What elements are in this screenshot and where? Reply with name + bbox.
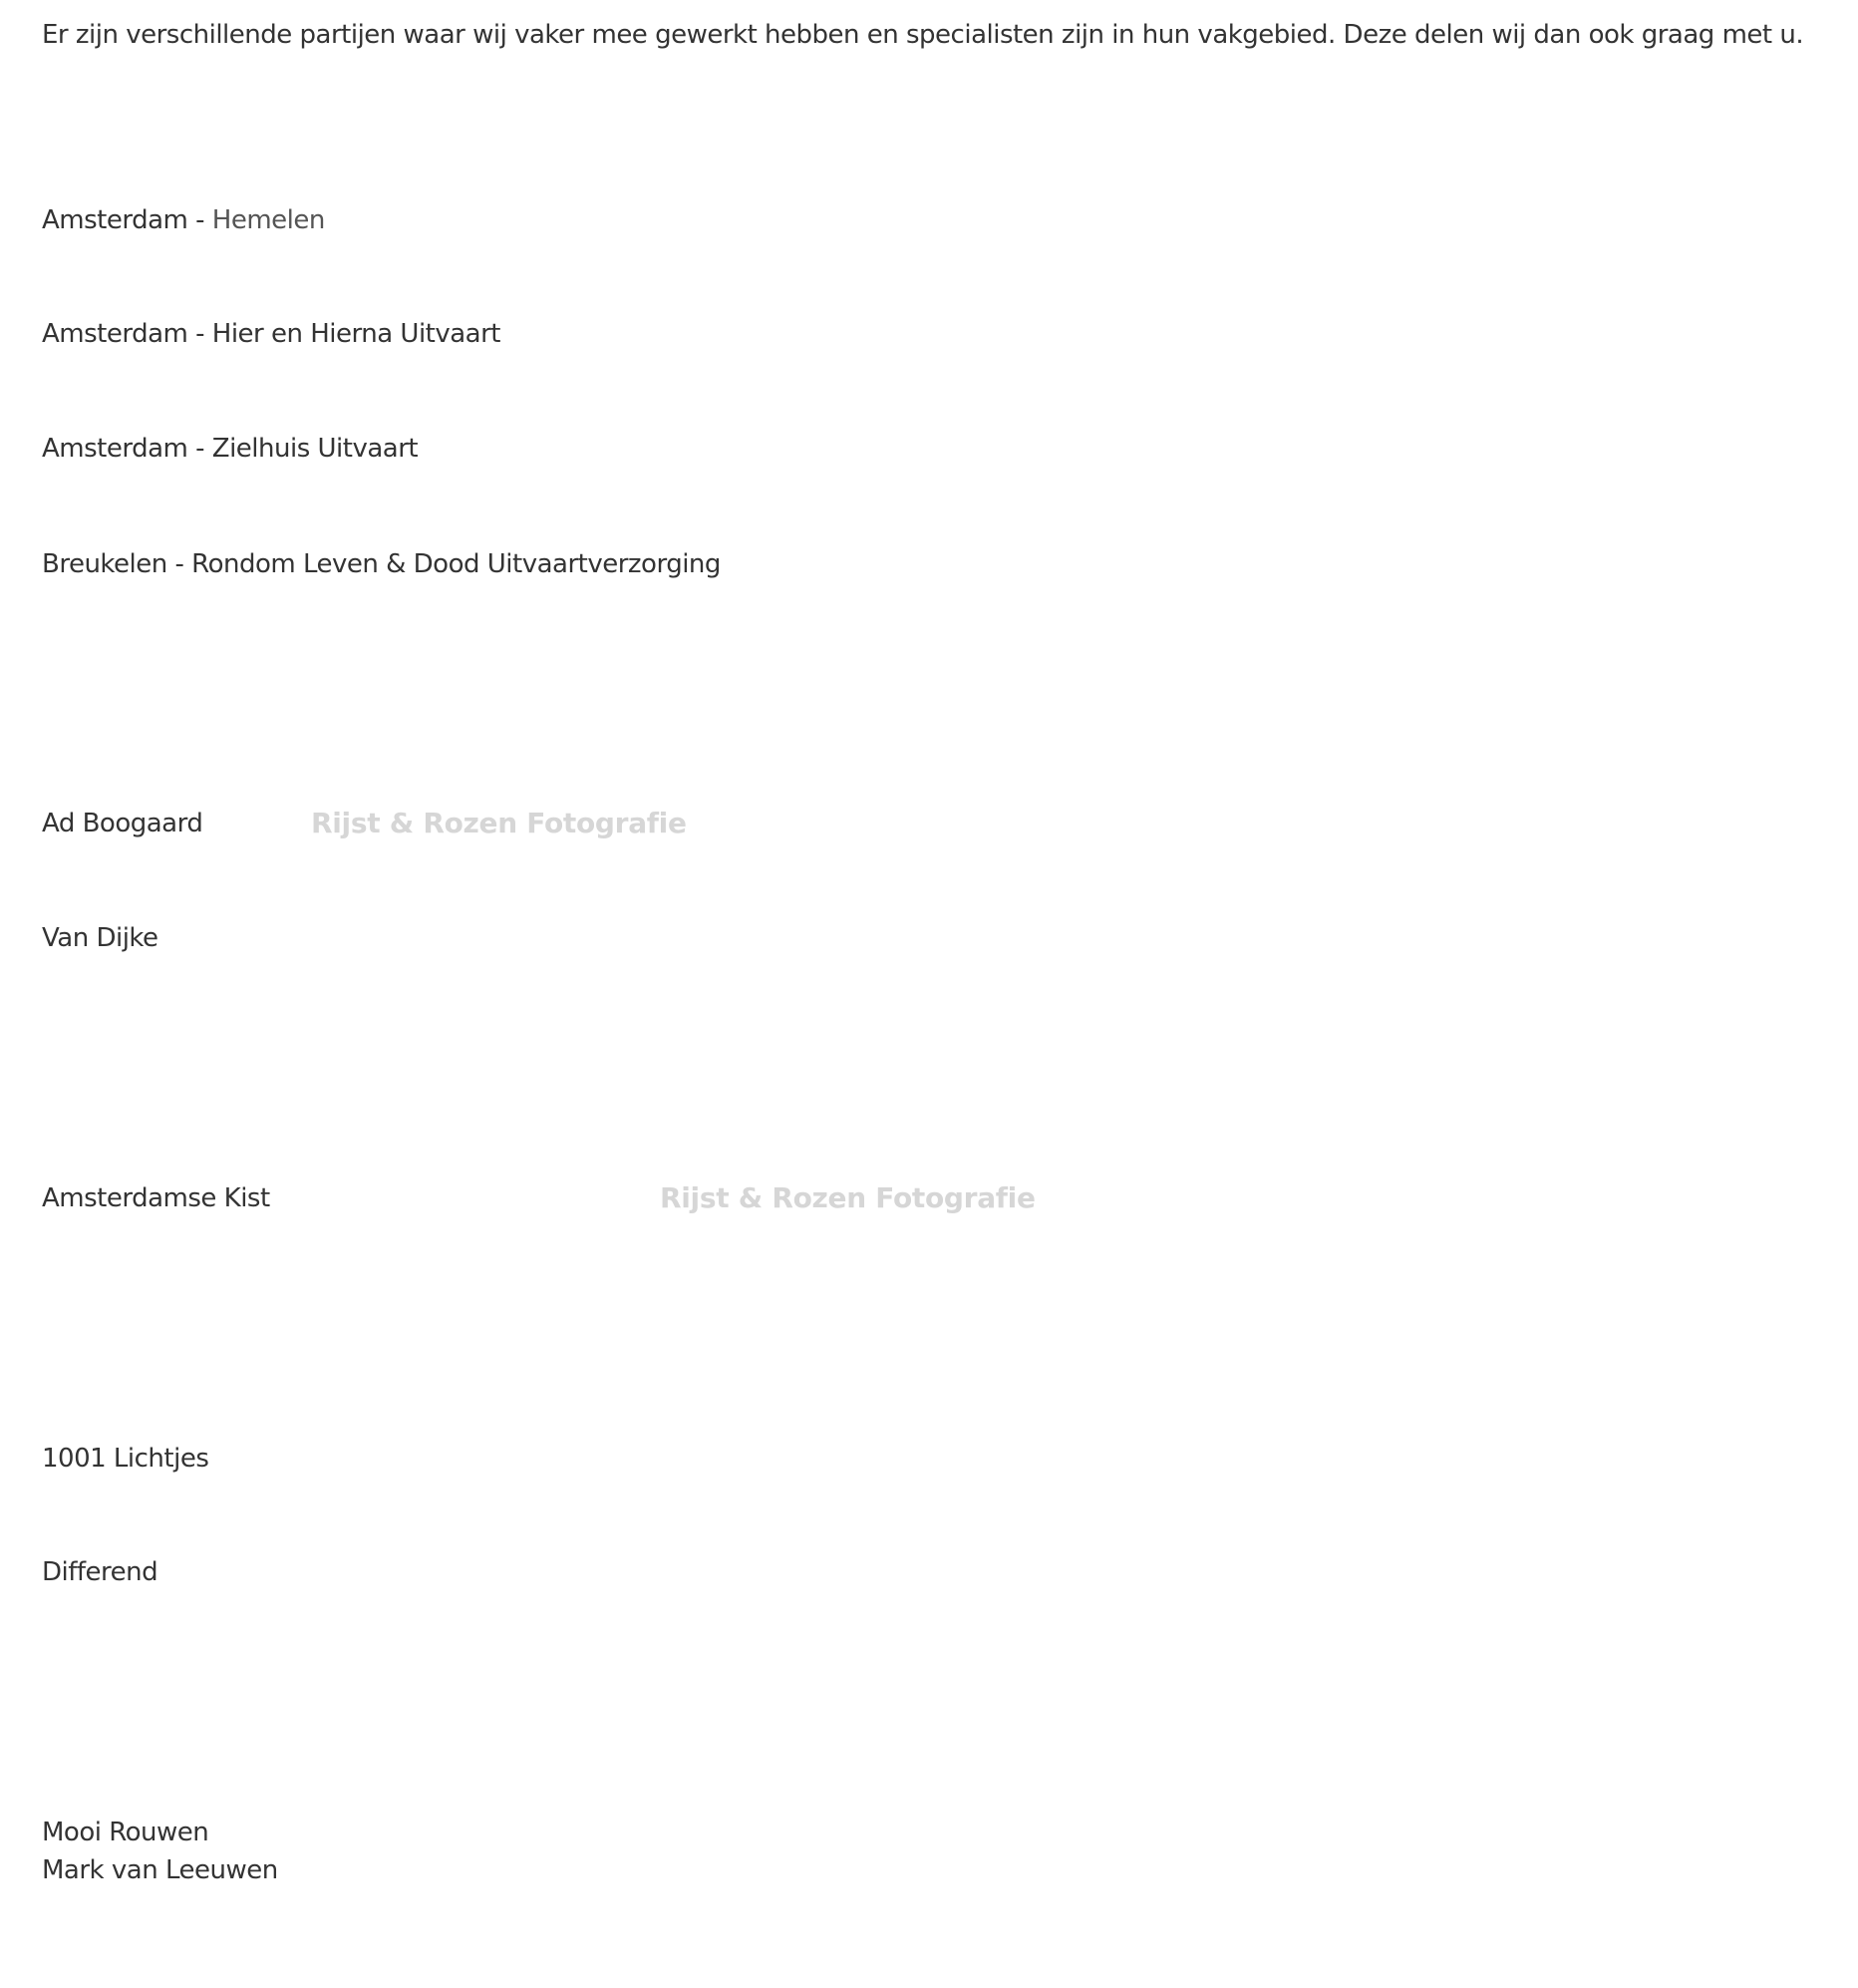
- undertaker-location: Amsterdam -: [42, 319, 212, 349]
- undertaker-link-hemelen[interactable]: Hemelen: [211, 205, 326, 235]
- partner-van-dijke: Van Dijke: [42, 923, 158, 953]
- partner-differend: Differend: [42, 1557, 158, 1587]
- partner-ad-boogaard: Ad Boogaard: [42, 809, 203, 838]
- undertaker-item: Amsterdam - Hemelen: [42, 201, 325, 239]
- partner-amsterdamse-kist: Amsterdamse Kist: [42, 1183, 270, 1213]
- partner-1001-lichtjes: 1001 Lichtjes: [42, 1444, 209, 1474]
- watermark-text: Rijst & Rozen Fotografie: [311, 807, 687, 839]
- undertaker-location: Amsterdam -: [42, 205, 212, 235]
- intro-text: Er zijn verschillende partijen waar wij …: [42, 20, 1804, 50]
- undertaker-name: Hier en Hierna Uitvaart: [211, 319, 501, 349]
- partner-mark-van-leeuwen: Mark van Leeuwen: [42, 1855, 278, 1885]
- undertaker-location: Breukelen -: [42, 549, 192, 579]
- undertaker-name: Zielhuis Uitvaart: [211, 434, 419, 464]
- undertaker-item: Breukelen - Rondom Leven & Dood Uitvaart…: [42, 545, 721, 583]
- partner-mooi-rouwen: Mooi Rouwen: [42, 1818, 209, 1847]
- undertaker-item: Amsterdam - Zielhuis Uitvaart: [42, 430, 419, 468]
- undertaker-name: Rondom Leven & Dood Uitvaartverzorging: [191, 549, 721, 579]
- undertaker-location: Amsterdam -: [42, 434, 212, 464]
- watermark-text: Rijst & Rozen Fotografie: [660, 1181, 1036, 1214]
- undertaker-item: Amsterdam - Hier en Hierna Uitvaart: [42, 315, 501, 353]
